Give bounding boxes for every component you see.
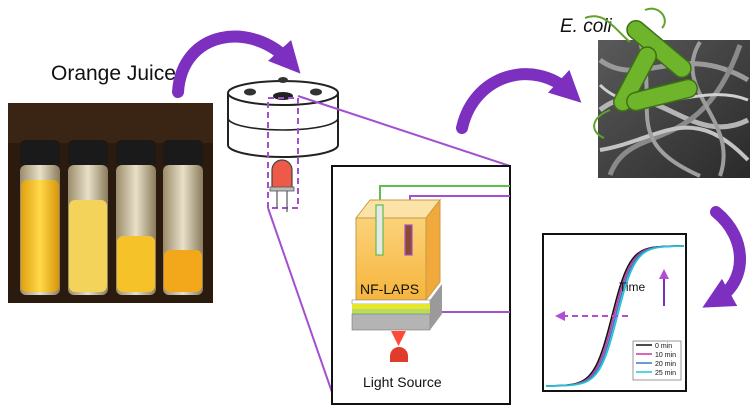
zoom-line-bottom xyxy=(267,207,335,399)
electrode-left xyxy=(244,88,256,96)
bacterium-3 xyxy=(626,78,698,112)
arrow-sensor-to-ecoli xyxy=(456,68,582,134)
sensor-chamber xyxy=(227,77,339,209)
legend-label-2: 20 min xyxy=(655,361,676,368)
sensor-substrate xyxy=(351,313,431,331)
electrode-top xyxy=(278,77,288,83)
vial-4 xyxy=(163,140,203,295)
vial-2 xyxy=(68,140,108,295)
result-plot: Time 0 min 10 min 20 min 25 min xyxy=(542,233,687,392)
ecoli-sem-image xyxy=(584,7,750,178)
ecoli-label: E. coli xyxy=(560,16,613,37)
light-source-label: Light Source xyxy=(363,374,442,390)
vial-1 xyxy=(20,140,60,295)
orange-juice-label: Orange Juice xyxy=(51,62,176,85)
zoom-box: NF-LAPS Light Source xyxy=(331,165,511,405)
electrode-purple xyxy=(404,224,413,256)
nf-laps-label: NF-LAPS xyxy=(360,281,419,297)
plot-legend: 0 min 10 min 20 min 25 min xyxy=(632,340,682,381)
dashed-sensor-region xyxy=(267,97,299,209)
orange-juice-photo xyxy=(8,103,213,303)
legend-label-3: 25 min xyxy=(655,370,676,377)
bacterium-2 xyxy=(613,46,657,112)
arrow-juice-to-sensor xyxy=(172,30,301,98)
zoom-line-top xyxy=(297,95,511,167)
electrode-right xyxy=(310,88,322,96)
plot-curves xyxy=(546,245,685,387)
arrow-ecoli-to-plot xyxy=(702,206,746,308)
light-source-icon xyxy=(390,347,408,362)
time-label: Time xyxy=(619,280,646,294)
electrode-green xyxy=(375,204,384,256)
led-source xyxy=(269,159,295,212)
legend-label-0: 0 min xyxy=(655,343,672,350)
vial-3 xyxy=(116,140,156,295)
light-beam xyxy=(391,331,406,346)
legend-label-1: 10 min xyxy=(655,352,676,359)
curve-3 xyxy=(546,245,684,387)
